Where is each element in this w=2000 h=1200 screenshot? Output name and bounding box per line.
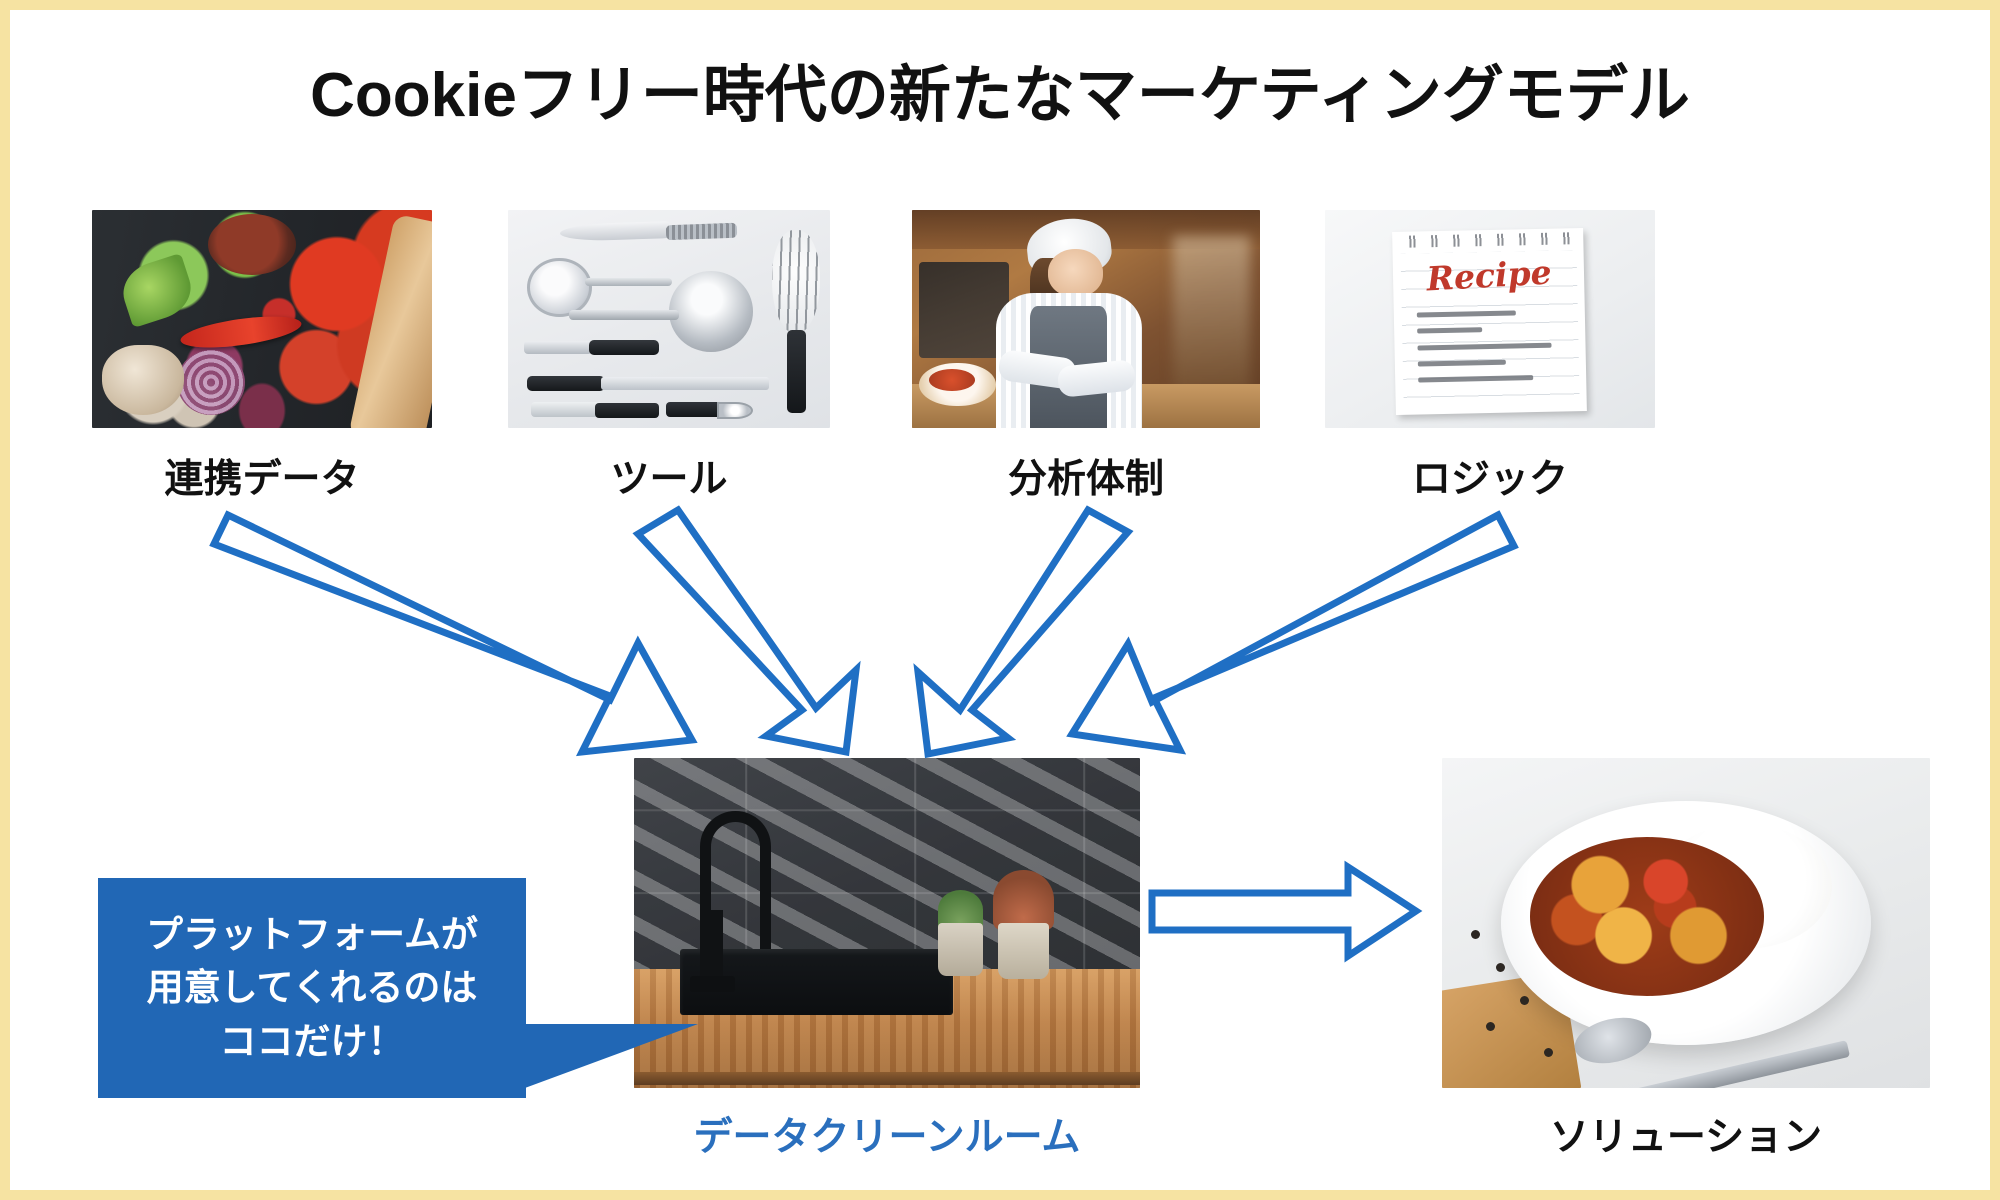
chef-bg-blur (1173, 236, 1250, 394)
tool-palette-knife-handle (527, 375, 605, 391)
page-title: Cookieフリー時代の新たなマーケティングモデル (310, 61, 1690, 130)
tool-ladle (669, 271, 753, 352)
recipe-line (1417, 326, 1483, 334)
kitchen-tools-photo (508, 210, 830, 428)
tool-whisk-handle (786, 329, 806, 413)
ingredients-chili (179, 310, 305, 354)
tool-ladle-handle (569, 310, 679, 321)
recipe-title: Recipe (1425, 251, 1553, 298)
callout-text: プラットフォームが 用意してくれるのは ココだけ！ (98, 878, 526, 1098)
callout-tail (498, 1024, 698, 1098)
curry-dish-photo (1442, 758, 1930, 1088)
callout-line-2: 用意してくれるのは (146, 967, 478, 1009)
recipe-note-photo: Recipe (1325, 210, 1655, 428)
tool-spatula-handle (588, 339, 660, 355)
callout-line-3: ココだけ！ (219, 1020, 405, 1062)
dish-spoon-handle (1628, 1039, 1851, 1088)
tool-peeler-handle (665, 401, 721, 418)
center-card-cleanroom: データクリーンルーム (634, 758, 1140, 1159)
sink-plant-leaves-left (937, 890, 984, 930)
ingredients-basil (115, 253, 198, 329)
tool-knife-blade (559, 221, 670, 243)
input-card-tools: ツール (508, 210, 830, 501)
chef-bg-equipment (918, 262, 1010, 359)
tool-sieve (527, 257, 592, 317)
input-card-analysis: 分析体制 (912, 210, 1260, 501)
sink-counter-edge (634, 1071, 1140, 1085)
sink-plant-pot-right (998, 923, 1049, 980)
sink-faucet-arc (699, 810, 771, 950)
recipe-spiral-rings (1403, 231, 1573, 248)
tool-palette-knife-blade (601, 376, 769, 390)
kitchen-sink-photo (634, 758, 1140, 1088)
tool-paring-knife-blade (530, 401, 602, 418)
sink-plant-pot-left (937, 923, 984, 976)
tool-sieve-handle (585, 277, 673, 287)
callout-body (98, 878, 526, 1098)
tool-whisk (772, 229, 821, 335)
input-card-logic: Recipe ロジック (1325, 210, 1655, 501)
chef-face (1047, 249, 1104, 298)
tool-knife-handle (665, 222, 737, 241)
tool-peeler-head (717, 401, 753, 420)
dish-peppercorn (1485, 1022, 1495, 1031)
callout-line-1: プラットフォームが (146, 913, 478, 955)
input-card-data: 連携データ (92, 210, 432, 501)
output-card-solution: ソリューション (1442, 758, 1930, 1159)
tool-spatula-blade (524, 340, 592, 354)
ingredients-rolling-pin (348, 213, 432, 428)
chef-photo (912, 210, 1260, 428)
input-label-tools: ツール (610, 458, 728, 501)
tool-paring-knife-handle (594, 402, 660, 419)
ingredients-onion (177, 349, 245, 415)
dish-peppercorn (1471, 929, 1481, 939)
output-label-solution: ソリューション (1549, 1116, 1823, 1159)
dish-curry (1529, 837, 1765, 996)
dish-peppercorn (1520, 995, 1530, 1005)
dish-peppercorn (1495, 962, 1505, 972)
chef-food (929, 369, 975, 391)
sink-faucet-base (689, 975, 736, 993)
input-label-analysis: 分析体制 (1007, 458, 1165, 501)
recipe-notepad: Recipe (1392, 227, 1588, 415)
callout-box: プラットフォームが 用意してくれるのは ココだけ！ (98, 878, 698, 1098)
dish-peppercorn (1544, 1048, 1554, 1058)
ingredients-photo (92, 210, 432, 428)
ingredients-bowl (207, 214, 296, 276)
input-label-logic: ロジック (1411, 458, 1569, 501)
sink-faucet-column (699, 909, 723, 989)
ingredients-mushroom (102, 345, 184, 415)
input-label-data: 連携データ (164, 458, 360, 501)
center-label-cleanroom: データクリーンルーム (693, 1116, 1081, 1159)
sink-plant-leaves-right (993, 870, 1054, 930)
